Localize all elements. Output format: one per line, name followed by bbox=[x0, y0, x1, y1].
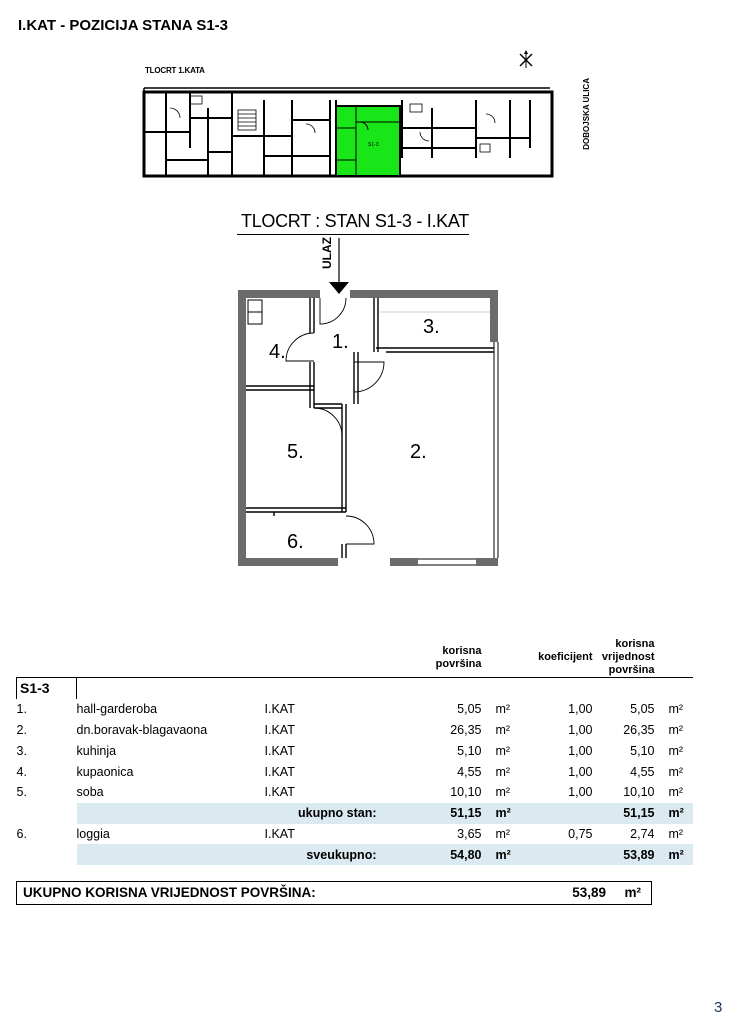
unit-code: S1-3 bbox=[16, 677, 77, 699]
site-plan-label: TLOCRT 1.KATA bbox=[145, 66, 205, 75]
north-arrow-icon bbox=[519, 50, 533, 68]
title-underline bbox=[237, 234, 469, 235]
room-label-5: 5. bbox=[287, 441, 304, 463]
header-value-line2: vrijednost bbox=[601, 651, 655, 663]
room-label-4: 4. bbox=[269, 341, 286, 363]
room-label-2: 2. bbox=[410, 441, 427, 463]
apartment-floor-plan bbox=[238, 238, 499, 566]
street-label: DOBOJSKA ULICA bbox=[582, 78, 591, 150]
header-area-line2: površina bbox=[435, 657, 482, 670]
grand-total-box: UKUPNO KORISNA VRIJEDNOST POVRŠINA: 53,8… bbox=[16, 881, 652, 905]
page-number: 3 bbox=[714, 999, 723, 1016]
header-area-line1: korisna bbox=[442, 644, 482, 657]
site-plan: S1-3 bbox=[142, 50, 554, 178]
grand-total-unit: m² bbox=[624, 885, 642, 900]
grand-total-value: 53,89 bbox=[572, 885, 606, 900]
grand-total-label: UKUPNO KORISNA VRIJEDNOST POVRŠINA: bbox=[23, 885, 316, 900]
header-coefficient: koeficijent bbox=[538, 651, 593, 663]
unit-group-row: S1-3 bbox=[16, 677, 693, 699]
room-label-3: 3. bbox=[423, 316, 440, 338]
floor-plan-title: TLOCRT : STAN S1-3 - I.KAT bbox=[241, 211, 469, 231]
header-value-line3: površina bbox=[608, 664, 655, 676]
entry-arrow-icon bbox=[329, 238, 349, 294]
room-label-1: 1. bbox=[332, 331, 349, 353]
site-plan-unit-tag: S1-3 bbox=[368, 142, 379, 148]
header-value-line1: korisna bbox=[615, 638, 655, 650]
room-label-6: 6. bbox=[287, 531, 304, 553]
page-heading: I.KAT - POZICIJA STANA S1-3 bbox=[18, 17, 229, 34]
area-table: korisna površina koeficijent korisna vri… bbox=[16, 638, 693, 866]
table-header-row: korisna površina koeficijent korisna vri… bbox=[16, 638, 693, 678]
